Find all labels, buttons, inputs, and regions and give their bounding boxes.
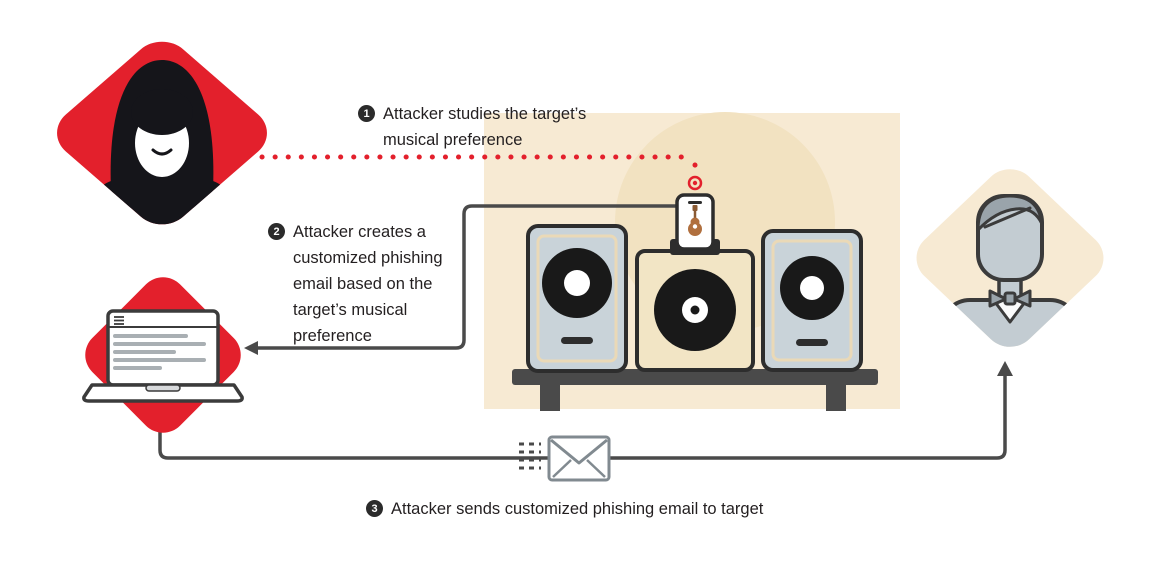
signal-target-icon: [687, 175, 703, 191]
target-tile: [916, 169, 1104, 358]
guitar-icon: [688, 205, 702, 236]
step-3: 3 Attacker sends customized phishing ema…: [366, 496, 763, 522]
motion-dashes: [519, 442, 541, 470]
arrowhead-up-icon: [997, 361, 1013, 376]
step-3-number-badge: 3: [366, 500, 383, 517]
menu-icon: [114, 316, 124, 325]
connector-step2-line: [244, 204, 678, 355]
step-2: 2 Attacker creates a customized phishing…: [268, 219, 465, 349]
envelope-icon: [547, 435, 611, 482]
step-2-label: Attacker creates a customized phishing e…: [293, 223, 443, 345]
speaker-right-icon: [761, 229, 863, 372]
laptop-tile: [82, 277, 244, 433]
turntable-unit-icon: [635, 249, 755, 372]
stereo-speakers-icon: [512, 175, 878, 411]
speaker-left-icon: [526, 224, 628, 373]
hair: [976, 194, 1044, 232]
email-text-lines: [113, 334, 206, 370]
envelope-group: [519, 435, 611, 482]
step-3-label: Attacker sends customized phishing email…: [391, 500, 764, 518]
smartphone-dock-icon: [670, 193, 720, 255]
step-1: 1 Attacker studies the target’s musical …: [358, 101, 621, 153]
shelf-leg-left: [540, 385, 560, 411]
attacker-tile: [57, 41, 267, 236]
step-2-number-badge: 2: [268, 223, 285, 240]
step-1-number-badge: 1: [358, 105, 375, 122]
laptop-browser-icon: [82, 309, 244, 403]
arrowhead-left-icon: [244, 341, 258, 355]
step-1-label: Attacker studies the target’s musical pr…: [383, 105, 587, 149]
shelf-leg-right: [826, 385, 846, 411]
bow-tie: [988, 289, 1032, 308]
dotted-surveillance-line: [259, 154, 698, 177]
